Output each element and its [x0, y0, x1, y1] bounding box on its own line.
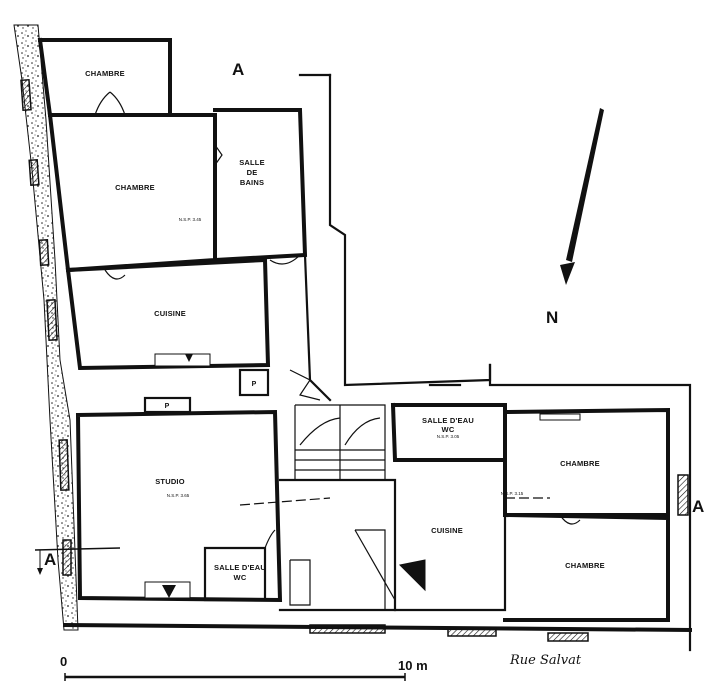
room-label-salle-de-bains-1: SALLE — [239, 158, 265, 167]
section-line: A A A — [34, 60, 704, 575]
annotation-nsp-studio: N.S.P. 3.65 — [167, 493, 190, 498]
room-chambre-left — [47, 112, 223, 273]
stair-hall — [289, 73, 692, 652]
section-a-right-label: A — [692, 497, 704, 516]
scale-end-label: 10 m — [398, 658, 428, 673]
room-chambre-right-top — [502, 407, 670, 517]
street-facade — [62, 474, 693, 642]
section-a-top-label: A — [232, 60, 244, 79]
placard-2: P — [143, 396, 192, 414]
room-label-salle-deau-studio-1: SALLE D'EAU — [214, 563, 266, 572]
room-label-salle-deau-studio-2: WC — [234, 573, 247, 582]
room-label-salle-de-bains-2: DE — [247, 168, 258, 177]
room-label-chambre-left: CHAMBRE — [115, 183, 155, 192]
room-label-cuisine-left: CUISINE — [154, 309, 186, 318]
room-studio — [75, 409, 331, 603]
annotation-nsp-right: N.S.P. 3.15 — [501, 491, 524, 496]
annotation-nsp-wc: N.S.P. 3.05 — [437, 434, 460, 439]
north-arrow-icon: N — [546, 108, 604, 327]
room-label-cuisine-right: CUISINE — [431, 526, 463, 535]
room-cuisine-left — [65, 254, 301, 371]
scale-start-label: 0 — [60, 654, 67, 669]
scale-bar: 0 10 m — [60, 654, 428, 681]
annotation-nsp-chambre: N.S.P. 3.45 — [179, 217, 202, 222]
room-label-studio: STUDIO — [155, 477, 185, 486]
room-cuisine-right — [393, 458, 507, 612]
exterior-stone-wall — [13, 24, 79, 631]
room-label-chambre-top: CHAMBRE — [85, 69, 125, 78]
placard-label: P — [165, 403, 170, 410]
section-a-left-label: A — [44, 550, 56, 569]
room-label-salle-de-bains-3: BAINS — [240, 178, 264, 187]
north-label: N — [546, 308, 558, 327]
street-name: Rue Salvat — [509, 653, 582, 668]
room-salle-de-bains — [212, 73, 332, 263]
room-label-chambre-right-top: CHAMBRE — [560, 459, 600, 468]
lower-hall — [278, 478, 397, 612]
placard-1: P — [238, 368, 270, 397]
room-label-salle-deau-right-1: SALLE D'EAU — [422, 416, 474, 425]
room-chambre-right-bottom — [502, 512, 670, 622]
room-salle-deau-studio — [203, 529, 276, 602]
room-label-chambre-right-bottom: CHAMBRE — [565, 561, 605, 570]
room-label-salle-deau-right-2: WC — [442, 425, 455, 434]
placard-label: P — [252, 381, 257, 388]
